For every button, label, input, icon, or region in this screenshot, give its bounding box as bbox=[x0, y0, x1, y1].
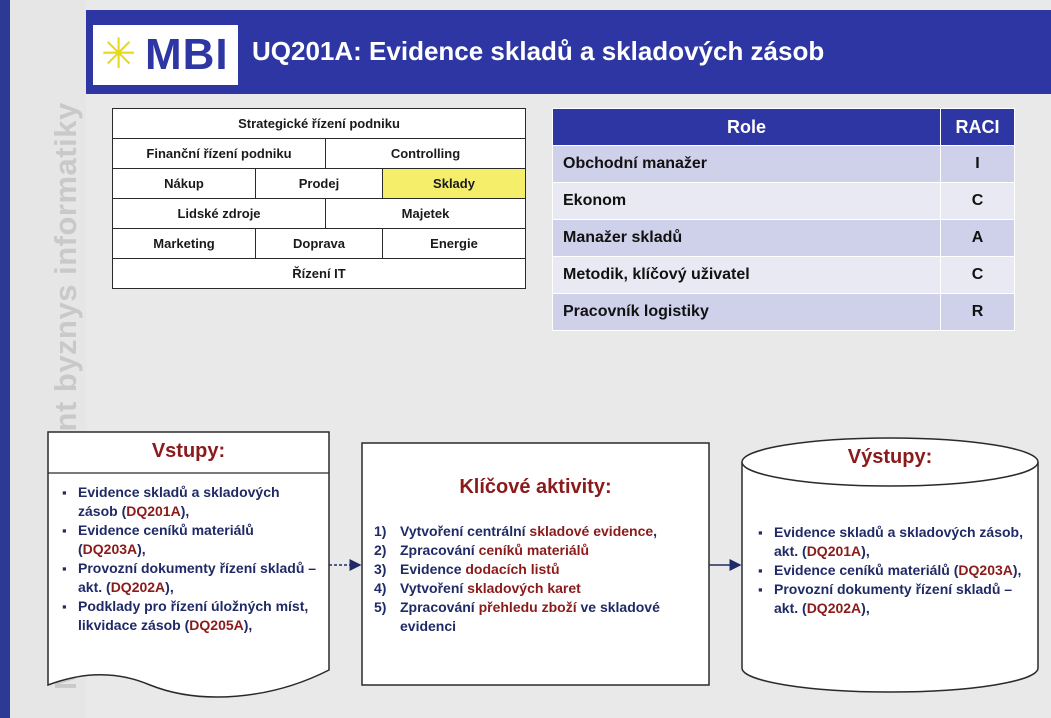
input-item-text: Podklady pro řízení úložných míst, likvi… bbox=[78, 598, 309, 633]
map-cell: Nákup bbox=[112, 168, 256, 199]
activity-text: , bbox=[653, 523, 658, 539]
map-cell: Marketing bbox=[112, 228, 256, 259]
logo-text: MBI bbox=[145, 30, 229, 79]
map-cell: Controlling bbox=[324, 138, 527, 169]
input-item-highlight-text: DQ203A bbox=[82, 541, 138, 557]
activity-highlight-text: přehledu zboží bbox=[478, 599, 577, 615]
raci-value: R bbox=[940, 293, 1015, 331]
input-item-text: Provozní dokumenty řízení skladů – akt. … bbox=[78, 560, 317, 595]
activity-highlight-text: dodacích listů bbox=[465, 561, 560, 577]
raci-value: A bbox=[940, 219, 1015, 257]
activity-item: 2) Zpracování ceníků materiálů bbox=[374, 541, 704, 560]
raci-role: Ekonom bbox=[552, 182, 941, 220]
output-item: Evidence ceníků materiálů (DQ203A), bbox=[758, 561, 1028, 580]
activities-box bbox=[361, 442, 710, 686]
input-item-text: Evidence ceníků materiálů ( bbox=[78, 522, 254, 557]
raci-role: Obchodní manažer bbox=[552, 145, 941, 183]
inputs-list: Evidence skladů a skladových zásob (DQ20… bbox=[62, 483, 322, 635]
activity-text: Vytvoření centrální bbox=[400, 523, 530, 539]
map-cell: Majetek bbox=[324, 198, 527, 229]
raci-value: C bbox=[940, 182, 1015, 220]
output-item-text: ), bbox=[1012, 562, 1022, 578]
activity-text: ve skladové evidenci bbox=[400, 599, 660, 634]
table-row: Manažer skladů A bbox=[552, 219, 1015, 257]
activity-text: Vytvoření bbox=[400, 580, 468, 596]
activities-list-container: 1) Vytvoření centrální skladové evidence,… bbox=[374, 522, 704, 636]
star-burst-icon: ✳ bbox=[101, 30, 137, 77]
table-row: Pracovník logistiky R bbox=[552, 293, 1015, 331]
process-map: Strategické řízení podniku Finanční říze… bbox=[111, 108, 527, 289]
activity-item: 5) Zpracování přehledu zboží ve skladové … bbox=[374, 598, 704, 636]
output-item-text: ), bbox=[861, 543, 870, 559]
input-item: Evidence skladů a skladových zásob (DQ20… bbox=[62, 483, 322, 521]
left-border bbox=[0, 0, 10, 718]
activity-item: 1) Vytvoření centrální skladové evidence, bbox=[374, 522, 704, 541]
outputs-list-container: Evidence skladů a skladových zásob, akt.… bbox=[758, 523, 1028, 618]
output-item-highlight-text: DQ201A bbox=[806, 543, 862, 559]
input-item-highlight-text: DQ201A bbox=[126, 503, 181, 519]
raci-value: I bbox=[940, 145, 1015, 183]
logo: ✳ MBI bbox=[93, 25, 238, 85]
output-item-text: ), bbox=[861, 600, 870, 616]
output-item-text: Provozní dokumenty řízení skladů – akt. … bbox=[774, 581, 1013, 616]
activity-highlight-text: ceníků materiálů bbox=[478, 542, 590, 558]
input-item-text: ), bbox=[243, 617, 253, 633]
inputs-title: Vstupy: bbox=[151, 440, 226, 462]
outputs-list: Evidence skladů a skladových zásob, akt.… bbox=[758, 523, 1028, 618]
activity-highlight-text: skladové evidence bbox=[529, 523, 654, 539]
map-cell: Finanční řízení podniku bbox=[112, 138, 326, 169]
raci-header-role: Role bbox=[552, 108, 941, 146]
title-bar bbox=[86, 10, 1051, 94]
activity-number: 2) bbox=[374, 542, 387, 558]
map-cell: Strategické řízení podniku bbox=[111, 108, 527, 139]
page-title: UQ201A: Evidence skladů a skladových zás… bbox=[252, 36, 825, 66]
activity-highlight-text: skladových karet bbox=[467, 580, 581, 596]
input-item-text: ), bbox=[137, 541, 146, 557]
input-item: Provozní dokumenty řízení skladů – akt. … bbox=[62, 559, 322, 597]
input-item: Podklady pro řízení úložných míst, likvi… bbox=[62, 597, 322, 635]
output-item-highlight-text: DQ202A bbox=[806, 600, 862, 616]
outputs-title: Výstupy: bbox=[847, 446, 933, 468]
input-item-text: Evidence skladů a skladových zásob ( bbox=[78, 484, 280, 519]
activities-title: Klíčové aktivity: bbox=[459, 476, 612, 498]
map-cell: Doprava bbox=[255, 228, 383, 259]
raci-role: Manažer skladů bbox=[552, 219, 941, 257]
activity-text: Zpracování bbox=[400, 542, 479, 558]
input-item-text: ), bbox=[180, 503, 190, 519]
table-row: Obchodní manažer I bbox=[552, 145, 1015, 183]
outputs-cylinder-top bbox=[741, 437, 1039, 487]
activities-list: 1) Vytvoření centrální skladové evidence,… bbox=[374, 522, 704, 636]
raci-role: Pracovník logistiky bbox=[552, 293, 941, 331]
activity-number: 3) bbox=[374, 561, 387, 577]
input-item: Evidence ceníků materiálů (DQ203A), bbox=[62, 521, 322, 559]
inputs-list-container: Evidence skladů a skladových zásob (DQ20… bbox=[62, 483, 322, 635]
map-cell: Energie bbox=[381, 228, 527, 259]
input-item-text: ), bbox=[165, 579, 174, 595]
input-item-highlight-text: DQ205A bbox=[189, 617, 244, 633]
activity-number: 4) bbox=[374, 580, 387, 596]
table-row: Metodik, klíčový uživatel C bbox=[552, 256, 1015, 294]
map-cell: Prodej bbox=[255, 168, 383, 199]
raci-role: Metodik, klíčový uživatel bbox=[552, 256, 941, 294]
activity-text: Evidence bbox=[400, 561, 466, 577]
activity-item: 3) Evidence dodacích listů bbox=[374, 560, 704, 579]
output-item-text: Evidence skladů a skladových zásob, akt.… bbox=[774, 524, 1023, 559]
output-item: Provozní dokumenty řízení skladů – akt. … bbox=[758, 580, 1028, 618]
output-item-highlight-text: DQ203A bbox=[958, 562, 1013, 578]
activity-item: 4) Vytvoření skladových karet bbox=[374, 579, 704, 598]
input-item-highlight-text: DQ202A bbox=[110, 579, 166, 595]
raci-table: Role RACI Obchodní manažer I Ekonom C Ma… bbox=[552, 108, 1015, 331]
map-cell: Řízení IT bbox=[111, 258, 527, 289]
output-item: Evidence skladů a skladových zásob, akt.… bbox=[758, 523, 1028, 561]
map-cell-highlighted: Sklady bbox=[381, 168, 527, 199]
raci-header-raci: RACI bbox=[940, 108, 1015, 146]
activity-number: 5) bbox=[374, 599, 387, 615]
output-item-text: Evidence ceníků materiálů ( bbox=[774, 562, 959, 578]
table-row: Ekonom C bbox=[552, 182, 1015, 220]
activity-number: 1) bbox=[374, 523, 387, 539]
activity-text: Zpracování bbox=[400, 599, 479, 615]
raci-value: C bbox=[940, 256, 1015, 294]
